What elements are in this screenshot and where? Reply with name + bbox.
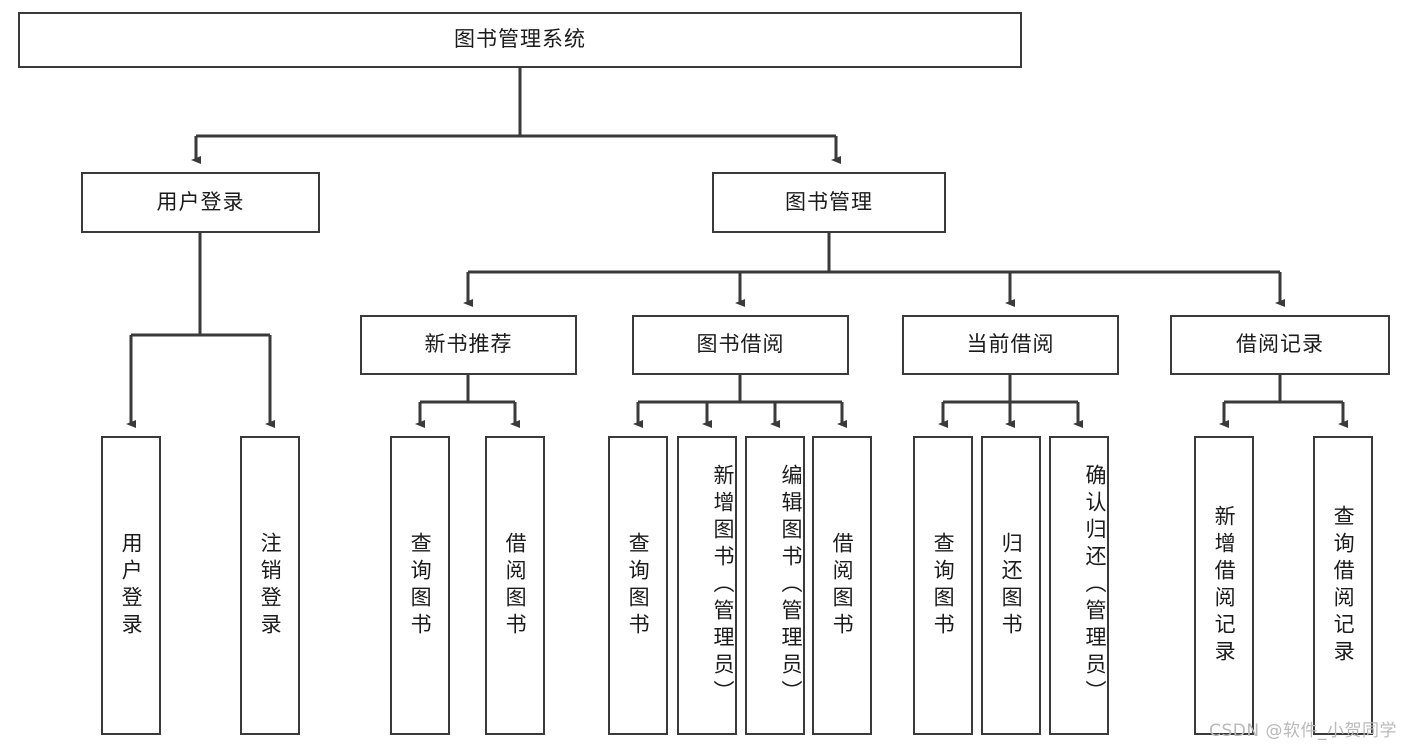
node-leaf-user-login[interactable]: 用户登录 [101,436,161,735]
watermark-text: CSDN @软件_小贺同学 [1209,721,1397,741]
node-leaf-add-record[interactable]: 新增借阅记录 [1194,436,1254,735]
node-root[interactable]: 图书管理系统 [18,12,1022,68]
node-new-book-recommend-label: 新书推荐 [424,332,513,357]
node-leaf-borrow-book-2[interactable]: 借阅图书 [812,436,872,735]
node-leaf-query-book-3[interactable]: 查询图书 [913,436,973,735]
node-leaf-add-book-label: 新增图书（管理员） [711,464,735,707]
node-user-login[interactable]: 用户登录 [81,172,320,233]
node-new-book-recommend[interactable]: 新书推荐 [360,315,577,375]
node-book-manage[interactable]: 图书管理 [712,172,946,233]
node-leaf-add-record-label: 新增借阅记录 [1212,504,1237,667]
node-current-borrow[interactable]: 当前借阅 [902,315,1119,375]
node-leaf-edit-book[interactable]: 编辑图书（管理员） [745,436,805,735]
node-leaf-edit-book-label: 编辑图书（管理员） [779,464,803,707]
node-leaf-logout-login-label: 注销登录 [258,531,283,640]
node-leaf-return-book[interactable]: 归还图书 [981,436,1041,735]
node-leaf-query-book-1[interactable]: 查询图书 [390,436,450,735]
node-root-label: 图书管理系统 [454,27,586,52]
node-book-borrow-label: 图书借阅 [696,332,785,357]
node-borrow-record[interactable]: 借阅记录 [1170,315,1390,375]
node-leaf-query-record[interactable]: 查询借阅记录 [1313,436,1373,735]
node-leaf-confirm-return[interactable]: 确认归还（管理员） [1049,436,1109,735]
node-leaf-user-login-label: 用户登录 [119,531,144,640]
node-leaf-query-book-3-label: 查询图书 [931,531,956,640]
node-leaf-query-book-2-label: 查询图书 [626,531,651,640]
node-book-borrow[interactable]: 图书借阅 [632,315,849,375]
node-leaf-borrow-book-1[interactable]: 借阅图书 [485,436,545,735]
node-leaf-query-record-label: 查询借阅记录 [1331,504,1356,667]
node-leaf-return-book-label: 归还图书 [999,531,1024,640]
node-user-login-label: 用户登录 [156,189,245,214]
node-leaf-query-book-2[interactable]: 查询图书 [608,436,668,735]
node-leaf-logout-login[interactable]: 注销登录 [240,436,300,735]
node-current-borrow-label: 当前借阅 [966,332,1055,357]
node-leaf-borrow-book-2-label: 借阅图书 [830,531,855,640]
node-leaf-borrow-book-1-label: 借阅图书 [503,531,528,640]
node-leaf-query-book-1-label: 查询图书 [408,531,433,640]
node-leaf-add-book[interactable]: 新增图书（管理员） [677,436,737,735]
node-borrow-record-label: 借阅记录 [1236,332,1324,357]
node-book-manage-label: 图书管理 [785,189,873,214]
node-leaf-confirm-return-label: 确认归还（管理员） [1083,464,1107,707]
